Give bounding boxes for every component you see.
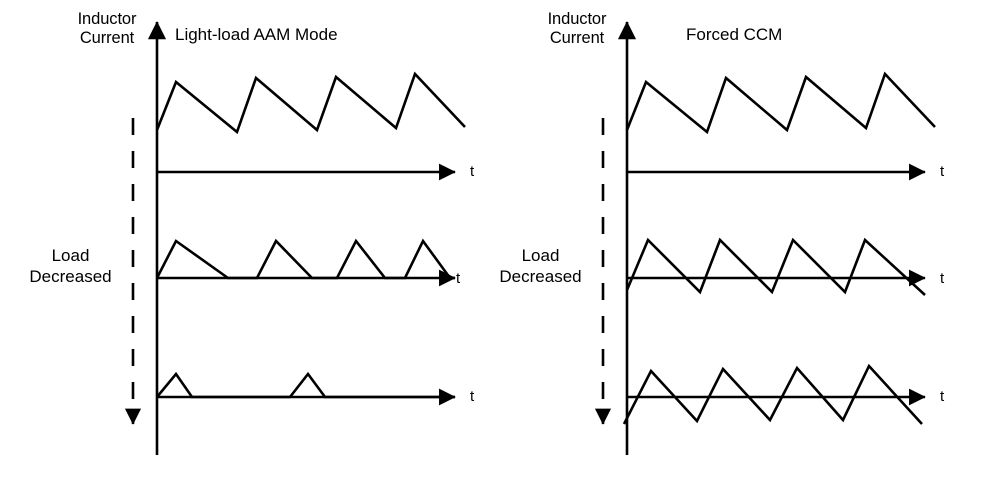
panel-title-light-load-aam: Light-load AAM Mode (175, 25, 338, 44)
t-axis-label-top-left: t (470, 163, 475, 180)
y-axis-label-line1: Inductor (547, 10, 607, 28)
load-label-line2: Decreased (29, 267, 112, 286)
load-label-line1: Load (51, 246, 90, 265)
waveform-right-medium-load-ccm (625, 237, 926, 296)
waveform-right-heavy-load-ccm (625, 71, 936, 135)
t-axis-label-top-right: t (940, 163, 945, 180)
t-axis-label-bottom-left: t (470, 388, 475, 405)
load-decreased-label-right: Load Decreased (488, 245, 593, 287)
y-axis-label-line1: Inductor (77, 10, 137, 28)
waveform-left-medium-load-dcm (155, 238, 455, 280)
waveform-left-light-load-pulse-skipping (155, 371, 455, 399)
y-axis-label-inductor: Inductor Current (62, 10, 152, 48)
load-label-line2: Decreased (499, 267, 582, 286)
load-decreased-label-left: Load Decreased (18, 245, 123, 287)
waveform-right-light-load-forced-ccm (622, 363, 923, 425)
waveform-left-heavy-load-ccm (155, 71, 466, 135)
panel-title-forced-ccm: Forced CCM (686, 25, 783, 44)
y-axis-label-line2: Current (79, 29, 135, 47)
t-axis-label-bottom-right: t (940, 388, 945, 405)
t-axis-label-middle-right: t (940, 270, 945, 287)
y-axis-label-inductor-right: Inductor Current (532, 10, 622, 48)
t-axis-label-middle-left: t (456, 270, 461, 287)
panel-forced-ccm: Inductor Current Forced CCM Load Decreas… (499, 0, 986, 479)
load-label-line1: Load (521, 246, 560, 265)
panel-light-load-aam: Inductor Current Light-load AAM Mode Loa… (18, 10, 475, 405)
y-axis-label-line2: Current (549, 29, 605, 47)
